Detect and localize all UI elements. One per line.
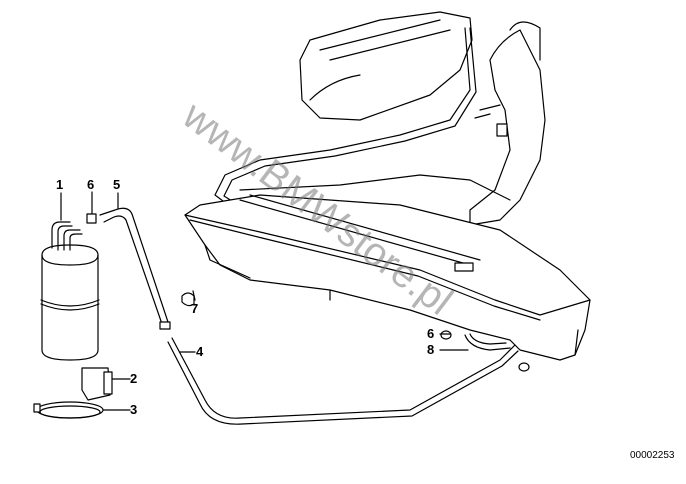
charcoal-canister bbox=[40, 221, 100, 361]
bracket-and-clamp bbox=[33, 367, 113, 419]
leader-lines bbox=[60, 191, 469, 411]
upper-tank bbox=[299, 11, 546, 226]
hoses bbox=[86, 207, 530, 425]
part-number: 00002253 bbox=[630, 450, 675, 461]
callout-4: 4 bbox=[196, 344, 204, 359]
callout-7: 7 bbox=[191, 301, 199, 316]
callout-1: 1 bbox=[56, 177, 64, 192]
callout-2: 2 bbox=[130, 371, 138, 386]
callout-6: 6 bbox=[87, 177, 95, 192]
lower-tank bbox=[184, 194, 591, 361]
callout-6-lower: 6 bbox=[427, 326, 435, 341]
callout-5: 5 bbox=[113, 177, 121, 192]
callout-3: 3 bbox=[130, 402, 138, 417]
callout-8: 8 bbox=[427, 342, 435, 357]
